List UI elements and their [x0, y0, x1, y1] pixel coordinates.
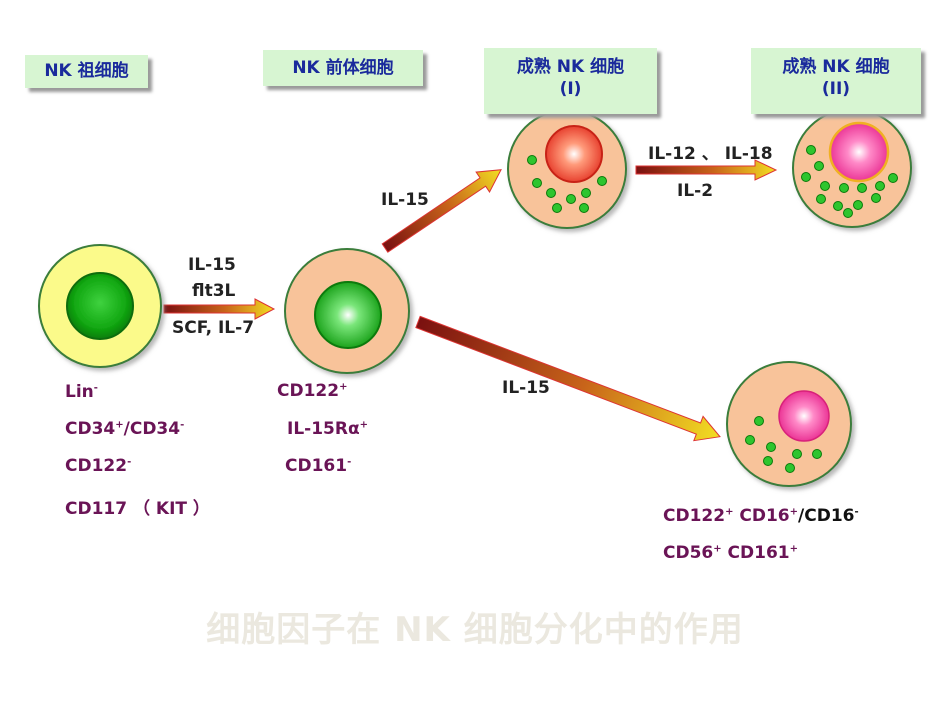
- progenitor-cell: [38, 244, 162, 368]
- mature-bottom-marker-line2: CD56+ CD161+: [663, 543, 799, 563]
- arrow3-label-il12-il18: IL-12 、 IL-18: [648, 144, 773, 164]
- granules-mature-bottom: [745, 416, 822, 473]
- progenitor-marker-1: Lin-: [65, 382, 98, 402]
- page-title: 细胞因子在 NK 细胞分化中的作用: [206, 610, 744, 650]
- arrow-mature1-to-mature2: [635, 159, 778, 181]
- arrow-precursor-to-mature1: [381, 169, 502, 253]
- stage-precursor-box: NK 前体细胞: [263, 50, 423, 86]
- mature-cell-2: [792, 108, 912, 228]
- granules-mature-1: [527, 155, 607, 213]
- precursor-marker-3: CD161-: [285, 456, 352, 476]
- stage-mature1-label: 成熟 NK 细胞: [516, 57, 625, 77]
- stage-mature2-box: 成熟 NK 细胞 (II): [751, 48, 921, 114]
- stage-mature2-label: 成熟 NK 细胞: [782, 57, 890, 77]
- arrow-progenitor-to-precursor: [163, 298, 276, 320]
- arrow4-label-il15: IL-15: [502, 378, 550, 398]
- arrow1-label-il15: IL-15: [188, 255, 236, 275]
- arrow1-label-scf-il7: SCF, IL-7: [172, 318, 255, 338]
- granules-mature-2: [801, 145, 898, 218]
- arrow2-label-il15: IL-15: [381, 190, 429, 210]
- stage-progenitor-label: NK 祖细胞: [44, 61, 129, 81]
- arrow-precursor-to-mature-bottom: [415, 315, 721, 442]
- precursor-marker-1: CD122+: [277, 381, 348, 401]
- mature-bottom-marker-line1: CD122+ CD16+/CD16-: [663, 506, 859, 526]
- arrow3-label-il2: IL-2: [677, 181, 714, 201]
- mature-cell-1: [507, 109, 627, 229]
- stage-mature1-box: 成熟 NK 细胞 (I): [484, 48, 657, 114]
- precursor-marker-2: IL-15Rα+: [287, 419, 369, 439]
- stage-mature2-sub: (II): [821, 79, 851, 99]
- stage-progenitor-box: NK 祖细胞: [25, 55, 148, 88]
- arrow1-label-flt3l: flt3L: [192, 281, 236, 301]
- progenitor-marker-2: CD34+/CD34-: [65, 419, 185, 439]
- progenitor-marker-3: CD122-: [65, 456, 132, 476]
- precursor-cell: [284, 248, 410, 374]
- progenitor-marker-4: CD117 （ KIT ）: [65, 499, 210, 519]
- stage-precursor-label: NK 前体细胞: [292, 58, 394, 78]
- stage-mature1-sub: (I): [559, 79, 582, 99]
